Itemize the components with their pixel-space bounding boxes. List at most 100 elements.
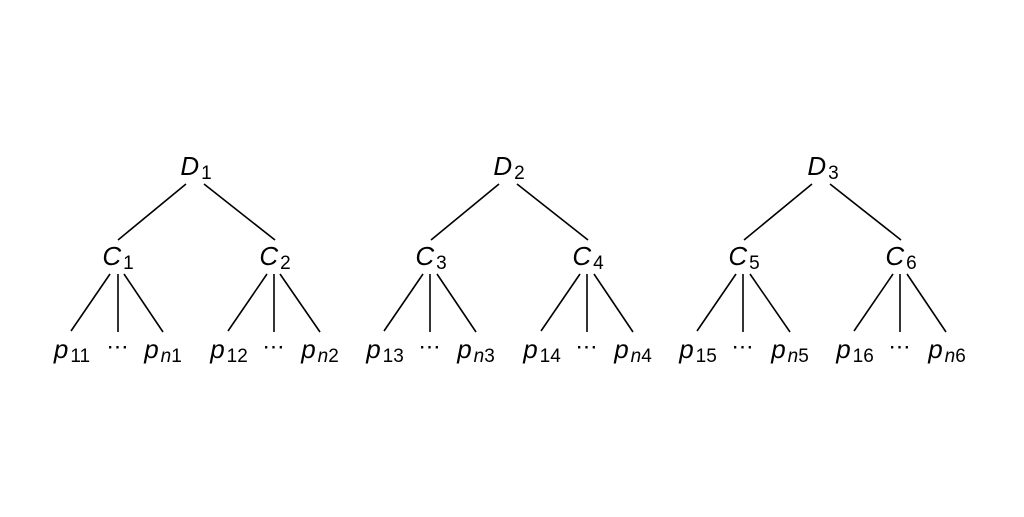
- leaf-subscript: n2: [318, 346, 339, 367]
- leaf-label: p: [210, 334, 225, 364]
- node-subscript: 2: [514, 163, 525, 184]
- node-label: C: [728, 241, 748, 271]
- node-subscript: 4: [593, 253, 604, 274]
- leaf-label: p: [301, 334, 316, 364]
- subscript-index: 6: [955, 346, 966, 367]
- node-subscript: 1: [123, 253, 134, 274]
- leaf-subscript: 15: [695, 346, 717, 367]
- leaf-label: p: [771, 334, 786, 364]
- subscript-n: n: [787, 346, 799, 367]
- edge-d1-c1: [117, 183, 187, 241]
- node-subscript: 2: [280, 253, 291, 274]
- edge-c5-pn5: [749, 273, 791, 333]
- leaf-subscript: 16: [852, 346, 874, 367]
- leaf-subscript: 14: [539, 346, 561, 367]
- edge-c4-pn4: [593, 273, 634, 333]
- node-label: D: [180, 151, 200, 181]
- leaf-subscript: 11: [70, 346, 91, 367]
- edge-c2-p12: [227, 273, 268, 332]
- leaf-label: p: [366, 334, 381, 364]
- edge-d3-c5: [743, 183, 813, 241]
- subscript-n: n: [160, 346, 172, 367]
- edge-c3-pn3: [436, 273, 477, 333]
- subscript-index: 1: [171, 346, 182, 367]
- node-subscript: 5: [749, 253, 760, 274]
- leaf-subscript: n4: [631, 346, 652, 367]
- ellipsis-c3: ⋯: [418, 334, 442, 359]
- leaf-subscript: n3: [474, 346, 495, 367]
- node-label: D: [807, 151, 827, 181]
- leaf-label: p: [614, 334, 629, 364]
- leaf-subscript: 12: [226, 346, 248, 367]
- node-subscript: 3: [436, 253, 447, 274]
- ellipsis-c6: ⋯: [888, 334, 912, 359]
- subscript-n: n: [473, 346, 485, 367]
- node-subscript: 3: [828, 163, 839, 184]
- edge-c1-p11: [70, 273, 111, 332]
- node-label: C: [259, 241, 279, 271]
- leaf-label: p: [679, 334, 694, 364]
- edge-c2-pn2: [279, 273, 321, 333]
- edge-c5-p15: [696, 273, 737, 332]
- leaf-label: p: [53, 334, 69, 364]
- subscript-index: 4: [641, 346, 652, 367]
- leaf-label: p: [144, 334, 159, 364]
- subscript-n: n: [317, 346, 329, 367]
- leaf-subscript: 13: [382, 346, 404, 367]
- leaf-label: p: [457, 334, 472, 364]
- node-label: C: [415, 241, 435, 271]
- edge-c3-p13: [383, 273, 424, 332]
- leaf-label: p: [928, 334, 943, 364]
- edge-c1-pn1: [123, 273, 164, 333]
- subscript-index: 5: [798, 346, 809, 367]
- node-subscript: 1: [201, 163, 212, 184]
- edge-c6-pn6: [906, 273, 947, 333]
- edge-d1-c2: [203, 183, 276, 241]
- edge-c6-p16: [853, 273, 894, 332]
- subscript-index: 2: [328, 346, 339, 367]
- node-label: C: [102, 241, 122, 271]
- ellipsis-c4: ⋯: [575, 334, 599, 359]
- subscript-n: n: [630, 346, 642, 367]
- edge-d3-c6: [829, 183, 902, 241]
- ellipsis-c2: ⋯: [262, 334, 286, 359]
- ellipsis-c5: ⋯: [731, 334, 755, 359]
- leaf-label: p: [836, 334, 851, 364]
- node-label: C: [572, 241, 592, 271]
- edge-d2-c4: [516, 183, 589, 241]
- edge-d2-c3: [430, 183, 500, 241]
- subscript-index: 3: [484, 346, 495, 367]
- ellipsis-c1: ⋯: [106, 334, 130, 359]
- node-subscript: 6: [906, 253, 917, 274]
- leaf-subscript: n1: [161, 346, 182, 367]
- leaf-subscript: n5: [788, 346, 809, 367]
- leaf-label: p: [523, 334, 538, 364]
- subscript-n: n: [944, 346, 956, 367]
- node-label: D: [493, 151, 513, 181]
- edge-c4-p14: [540, 273, 581, 332]
- leaf-subscript: n6: [945, 346, 966, 367]
